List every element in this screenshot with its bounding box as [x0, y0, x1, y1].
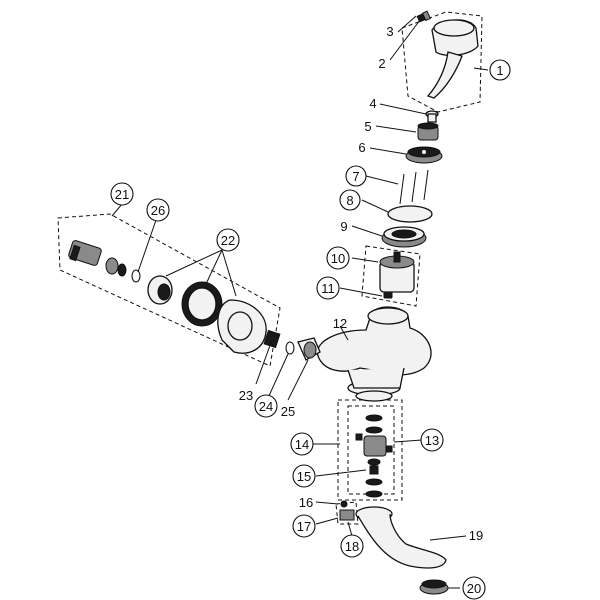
callout-14: 14 — [290, 432, 314, 456]
callout-24: 24 — [254, 394, 278, 418]
svg-text:16: 16 — [299, 495, 313, 510]
svg-text:15: 15 — [297, 469, 311, 484]
callout-9: 9 — [340, 219, 347, 234]
callout-5: 5 — [364, 119, 371, 134]
svg-text:18: 18 — [345, 539, 359, 554]
svg-text:8: 8 — [346, 193, 353, 208]
svg-text:24: 24 — [259, 399, 273, 414]
callout-25: 25 — [281, 404, 295, 419]
svg-text:26: 26 — [151, 203, 165, 218]
svg-text:20: 20 — [467, 581, 481, 596]
callout-13: 13 — [420, 428, 444, 452]
svg-text:11: 11 — [321, 281, 335, 296]
inlet-assembly — [68, 240, 321, 361]
svg-text:13: 13 — [425, 433, 439, 448]
mixer-body — [317, 306, 432, 396]
svg-text:7: 7 — [352, 169, 359, 184]
svg-text:19: 19 — [469, 528, 483, 543]
callout-22: 22 — [216, 228, 240, 252]
callout-26: 26 — [146, 198, 170, 222]
svg-text:22: 22 — [221, 233, 235, 248]
svg-text:1: 1 — [496, 63, 503, 78]
screw-part-11 — [383, 291, 393, 299]
svg-text:6: 6 — [358, 140, 365, 155]
svg-text:25: 25 — [281, 404, 295, 419]
leader-lines — [111, 15, 489, 589]
group-box-10 — [361, 245, 421, 307]
spout — [355, 506, 447, 569]
svg-text:17: 17 — [297, 519, 311, 534]
screws-part-7 — [399, 169, 429, 205]
callout-7: 7 — [345, 165, 367, 187]
clip-part-18 — [339, 500, 355, 521]
callout-17: 17 — [292, 514, 316, 538]
callout-4: 4 — [369, 96, 376, 111]
handle-screw — [416, 10, 432, 23]
callout-16: 16 — [299, 495, 313, 510]
svg-text:10: 10 — [331, 251, 345, 266]
cartridge-part-10 — [379, 251, 415, 293]
adaptor-part-5 — [417, 122, 439, 141]
group-box-1 — [401, 11, 483, 113]
callout-18: 18 — [340, 534, 364, 558]
callout-12: 12 — [333, 316, 347, 331]
svg-text:12: 12 — [333, 316, 347, 331]
svg-text:9: 9 — [340, 219, 347, 234]
callout-21: 21 — [110, 182, 134, 206]
callout-3: 3 — [386, 24, 393, 39]
svg-text:21: 21 — [115, 187, 129, 202]
svg-text:14: 14 — [295, 437, 309, 452]
cartridge-stack — [355, 390, 393, 498]
lever-handle — [426, 19, 479, 99]
cover-part-6 — [405, 146, 443, 164]
group-box-18 — [335, 501, 359, 525]
svg-text:5: 5 — [364, 119, 371, 134]
svg-text:4: 4 — [369, 96, 376, 111]
callout-6: 6 — [358, 140, 365, 155]
callout-23: 23 — [239, 388, 253, 403]
svg-text:3: 3 — [386, 24, 393, 39]
callout-2: 2 — [378, 56, 385, 71]
washer-part-8 — [387, 205, 433, 223]
svg-text:2: 2 — [378, 56, 385, 71]
callout-1: 1 — [489, 59, 511, 81]
cap-part-4 — [425, 110, 439, 123]
callout-19: 19 — [469, 528, 483, 543]
aerator-part-20 — [419, 579, 449, 595]
svg-text:23: 23 — [239, 388, 253, 403]
callout-20: 20 — [462, 576, 486, 600]
ring-part-9 — [381, 226, 427, 248]
callout-8: 8 — [339, 189, 361, 211]
callout-11: 11 — [316, 276, 340, 300]
callout-15: 15 — [292, 464, 316, 488]
callout-10: 10 — [326, 246, 350, 270]
